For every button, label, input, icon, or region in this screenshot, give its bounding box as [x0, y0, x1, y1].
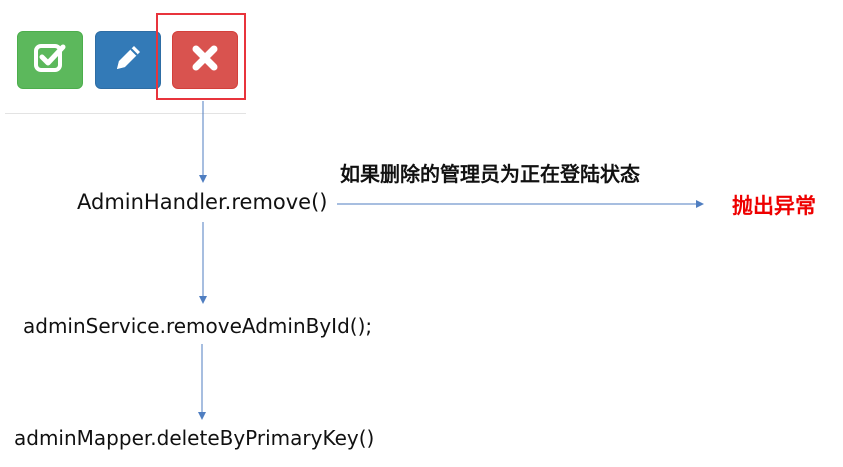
service-node: adminService.removeAdminById(); [23, 314, 373, 338]
exception-label: 抛出异常 [732, 194, 816, 218]
edit-button[interactable] [95, 31, 161, 89]
delete-button[interactable] [172, 31, 238, 89]
check-button[interactable] [17, 31, 83, 89]
handler-node: AdminHandler.remove() [77, 190, 328, 214]
toolbar-divider [5, 113, 246, 114]
check-square-icon [33, 41, 67, 79]
action-toolbar [0, 0, 246, 114]
mapper-node: adminMapper.deleteByPrimaryKey() [14, 426, 375, 450]
delete-button-highlight [156, 13, 246, 100]
pencil-icon [111, 41, 145, 79]
condition-label: 如果删除的管理员为正在登陆状态 [340, 162, 640, 186]
close-icon [188, 41, 222, 79]
